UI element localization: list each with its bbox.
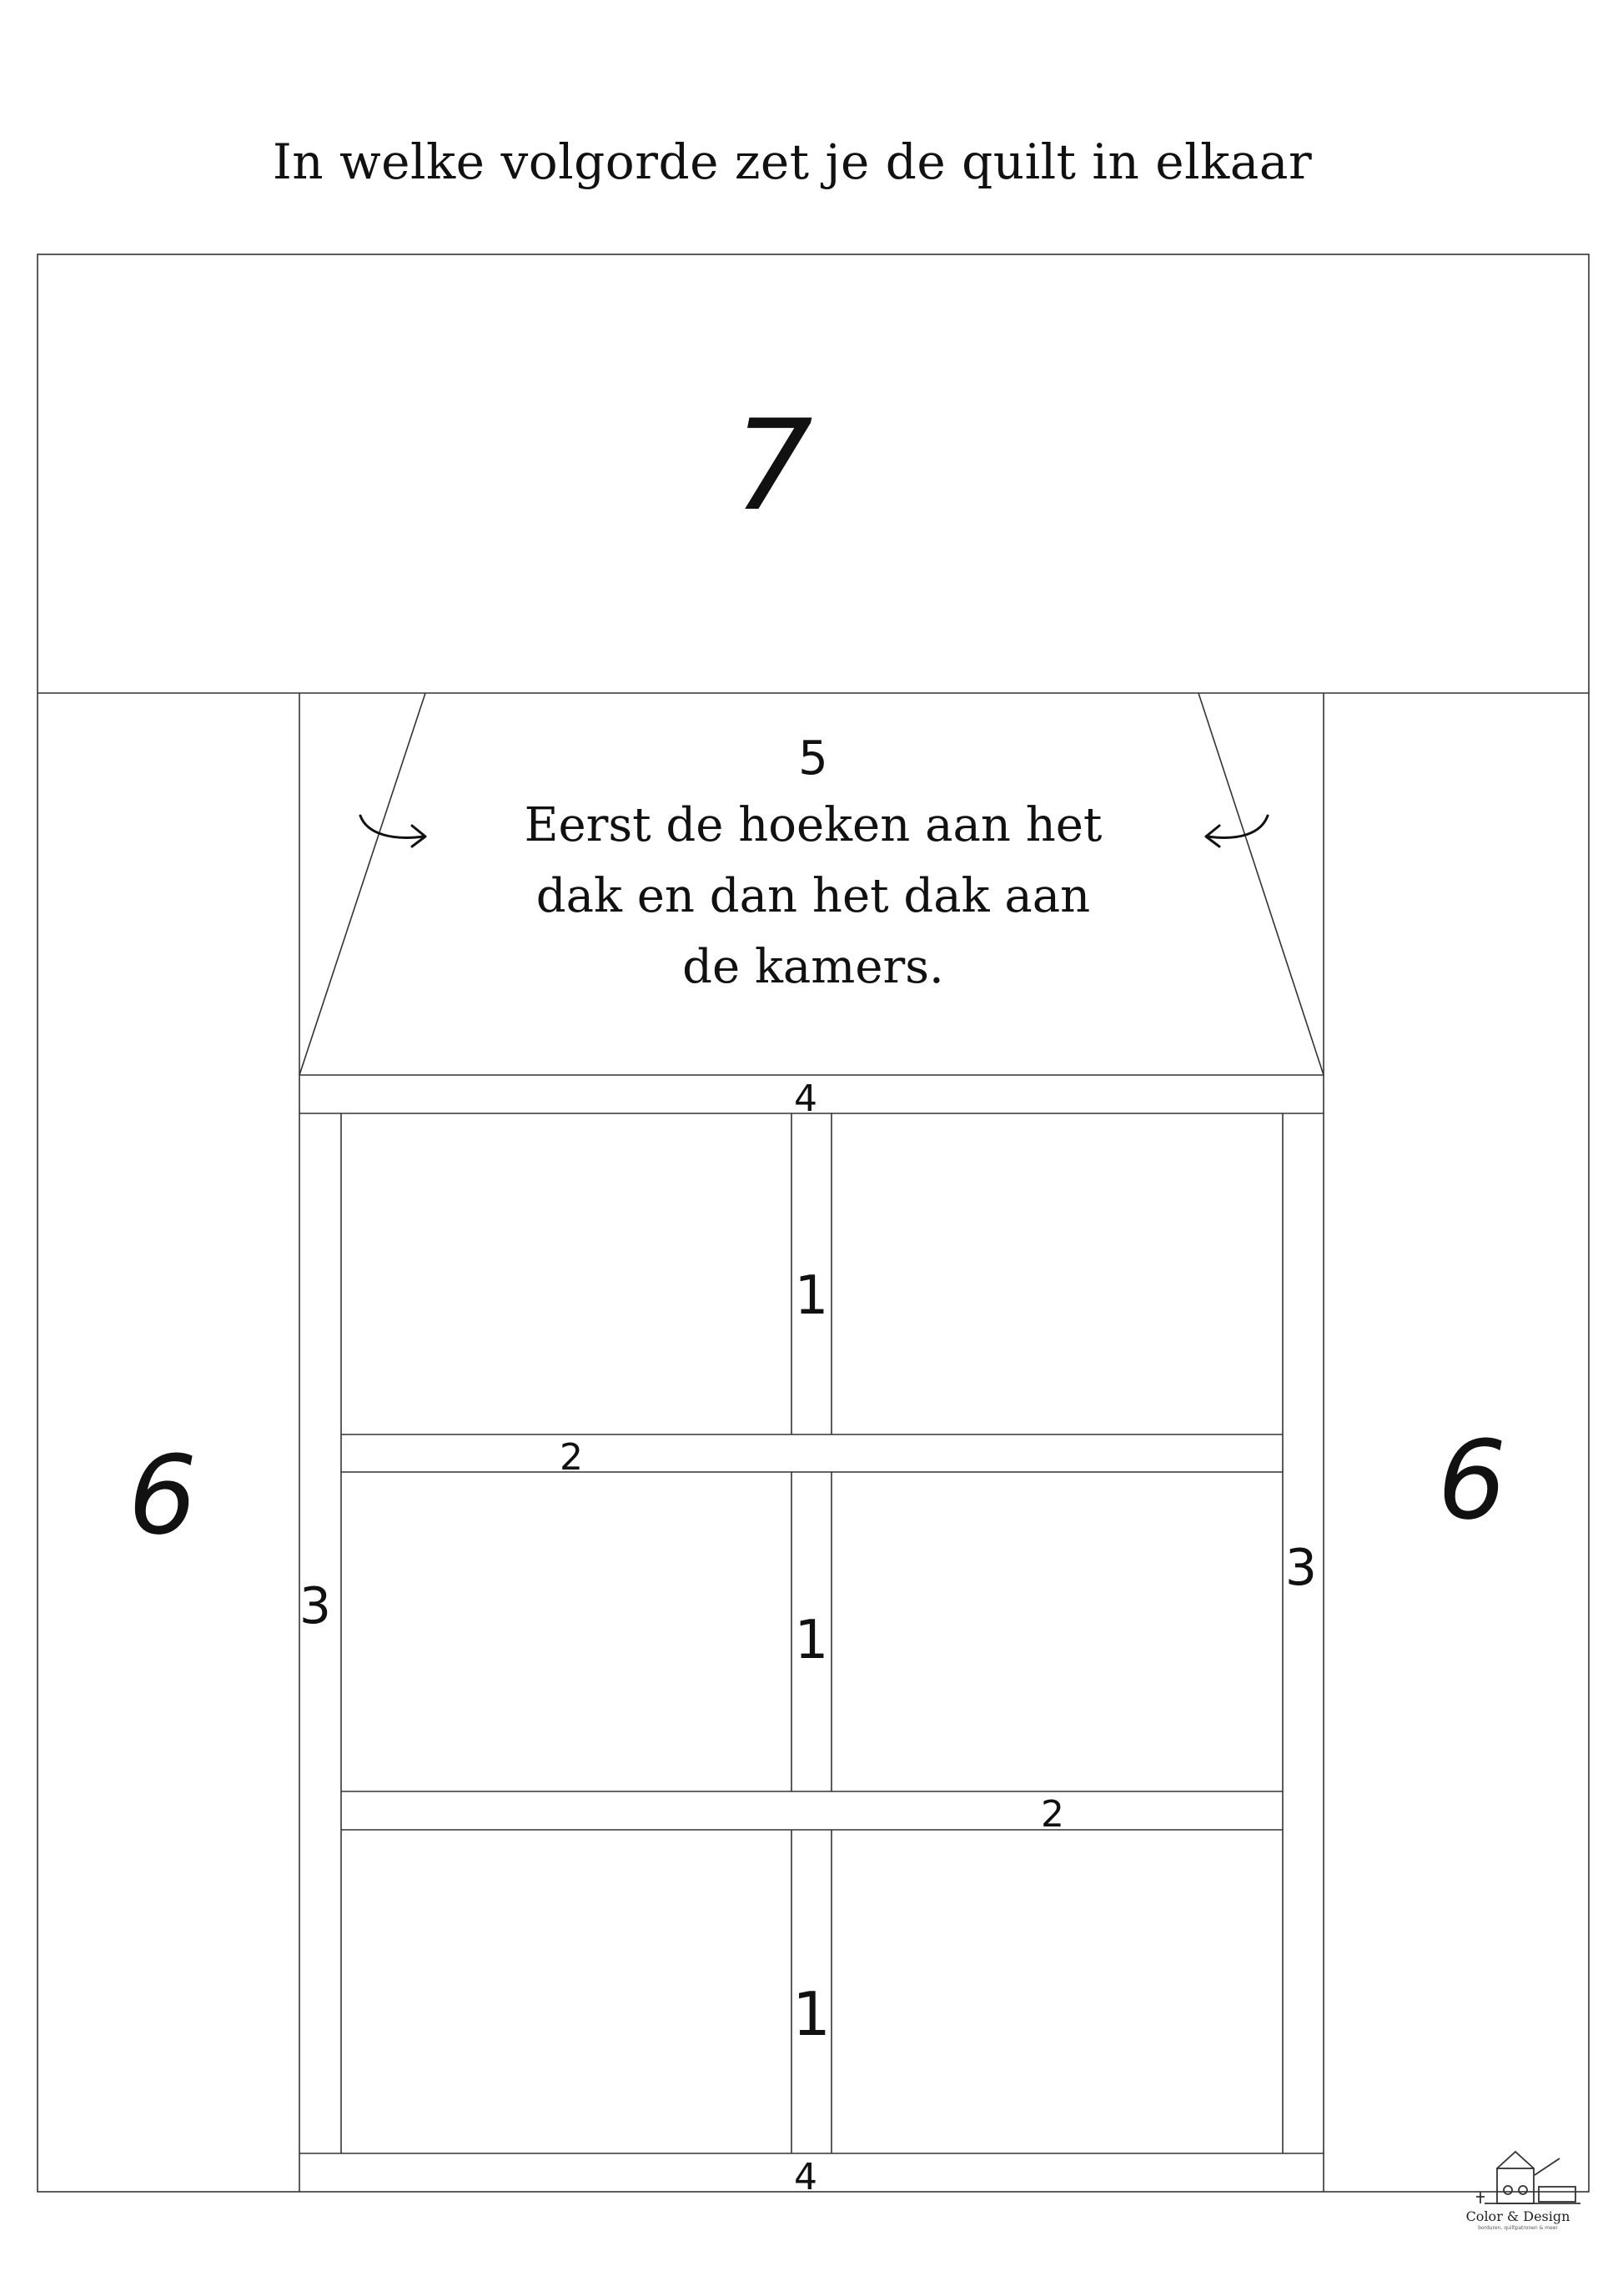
label-roof: 5: [798, 731, 828, 786]
logo-tagline: borduren, quiltpatronen & meer: [1478, 2225, 1558, 2231]
label-sash-right: 3: [1285, 1539, 1317, 1597]
left-curved-arrow-icon: [359, 814, 425, 839]
label-row1-center: 1: [795, 1265, 829, 1327]
logo-name: Color & Design: [1465, 2208, 1570, 2224]
label-side-right: 6: [1438, 1417, 1507, 1544]
page-title: In welke volgorde zet je de quilt in elk…: [272, 133, 1313, 190]
right-curved-arrow-icon: [1206, 814, 1269, 839]
label-row1-sash: 2: [560, 1436, 583, 1479]
label-sash-left: 3: [299, 1577, 331, 1635]
label-top-banner: 7: [733, 394, 812, 539]
right-arrowhead-icon: [1204, 824, 1221, 848]
instruction-line-3: de kamers.: [682, 940, 944, 994]
left-arrowhead-icon: [410, 824, 427, 848]
roof-right-slope: [1198, 692, 1324, 1076]
instruction-line-2: dak en dan het dak aan: [536, 869, 1090, 923]
label-roof-strip-bottom: 4: [794, 2156, 817, 2198]
roof-left-slope: [299, 692, 426, 1076]
label-roof-strip-top: 4: [794, 1078, 817, 1120]
label-row2-center: 1: [795, 1610, 829, 1671]
label-row2-sash: 2: [1041, 1793, 1064, 1836]
house-logo-icon: [1476, 2150, 1580, 2204]
instruction-line-1: Eerst de hoeken aan het: [525, 798, 1103, 852]
label-row3-center: 1: [792, 1979, 831, 2049]
outer-frame: [37, 254, 1590, 2193]
label-side-left: 6: [128, 1432, 198, 1559]
